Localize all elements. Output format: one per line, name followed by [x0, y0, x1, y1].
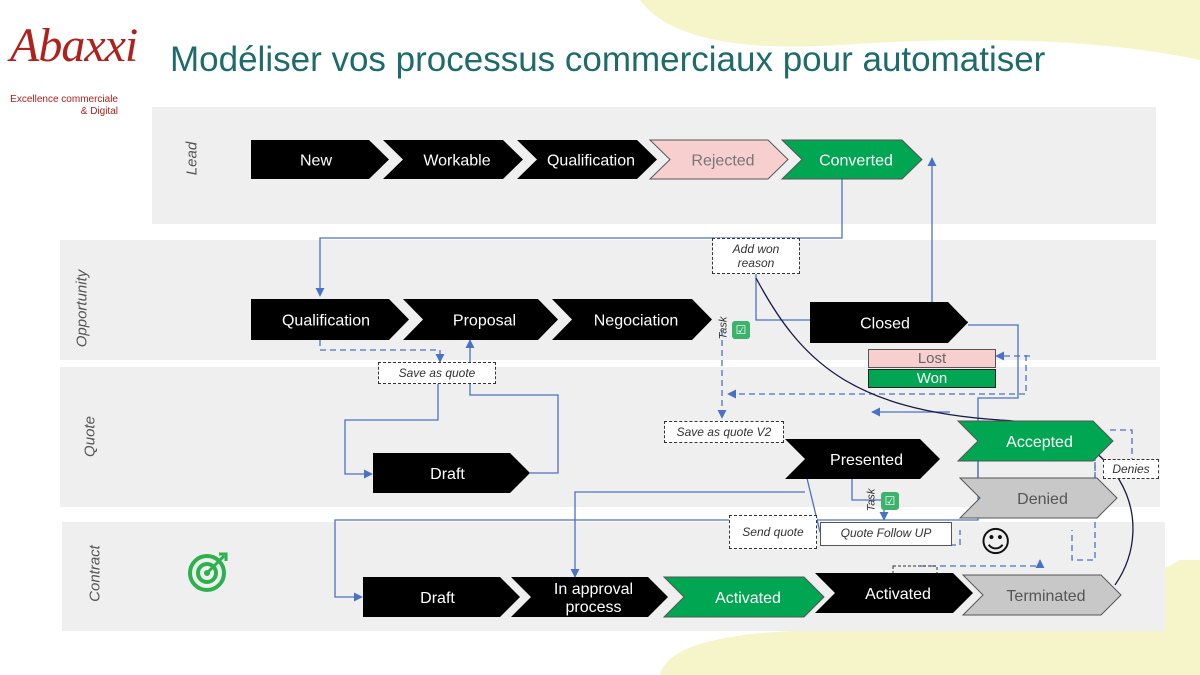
note-denies: Denies [1103, 459, 1159, 479]
smiley-icon: ☺ [980, 525, 1012, 560]
step-quote-denied: Denied [958, 477, 1118, 519]
task-label-1: Task [717, 316, 730, 340]
step-label: Qualification [282, 313, 370, 330]
connector-won-reason-to-closed [755, 272, 827, 325]
step-shape [251, 140, 389, 179]
step-label: Presented [830, 452, 903, 469]
dashed-followup-smiley [820, 530, 961, 546]
note-add-won-reason-line2: reason [737, 256, 775, 270]
step-label: Workable [423, 153, 490, 170]
step-shape [403, 299, 558, 340]
step-quote-accepted: Accepted [956, 420, 1114, 462]
step-label: Negociation [594, 313, 679, 330]
step-label: Proposal [453, 313, 516, 330]
dashed-accepted-back [727, 355, 1027, 399]
step-label: Draft [420, 590, 455, 607]
step-shape [648, 139, 789, 180]
connector-presented-to-approval [570, 491, 805, 578]
task-label-2: Task [865, 488, 878, 512]
step-label: Activated [865, 586, 931, 603]
note-add-won-reason-line1: Add won [732, 242, 780, 256]
target-icon [188, 552, 228, 592]
step-lead-workable: Workable [383, 140, 523, 179]
step-label: Terminated [1006, 588, 1085, 605]
step-shape [956, 420, 1114, 462]
step-shape [383, 140, 523, 179]
page-title: Modéliser vos processus commerciaux pour… [170, 40, 1046, 79]
step-label: New [300, 153, 332, 170]
logo-tagline-line1: Excellence commerciale [10, 94, 118, 105]
checklist-icon: ☑ [881, 492, 899, 510]
step-shape [785, 439, 940, 479]
step-contract-draft: Draft [363, 577, 520, 617]
connector-converted-to-opportunity [315, 178, 843, 297]
step-opp-qualification: Qualification [251, 299, 409, 340]
step-label: Closed [860, 316, 910, 333]
step-shape [810, 302, 968, 343]
step-quote-draft: Draft [373, 453, 530, 493]
step-lead-converted: Converted [780, 139, 923, 180]
outcome-lost: Lost [868, 349, 996, 368]
logo-tagline-line2: & Digital [80, 106, 118, 117]
connector-save-quote-to-draft [344, 383, 439, 479]
step-opp-closed: Closed [810, 302, 968, 343]
dashed-opp-qual-to-save [319, 340, 445, 363]
note-save-as-quote-v2: Save as quote V2 [664, 421, 784, 443]
step-label: In approval [554, 581, 633, 598]
step-shape [251, 299, 409, 340]
step-lead-new: New [251, 140, 389, 179]
step-label: Denied [1017, 491, 1068, 508]
step-label: Activated [715, 590, 781, 607]
decorative-blob-top [640, 0, 1200, 60]
step-label: Accepted [1006, 434, 1073, 451]
step-label: Qualification [547, 153, 635, 170]
connector-send-quote-to-presented [802, 469, 821, 533]
note-add-won-reason: Add won reason [712, 238, 800, 274]
step-quote-presented: Presented [785, 439, 940, 479]
step-shape [961, 574, 1122, 616]
logo: Abaxxi [10, 19, 138, 72]
step-lead-rejected: Rejected [648, 139, 789, 180]
note-save-as-quote: Save as quote [378, 362, 496, 384]
step-shape [815, 573, 973, 613]
outcome-won: Won [868, 369, 996, 388]
step-shape [780, 139, 923, 180]
step-label: Rejected [691, 153, 754, 170]
step-opp-proposal: Proposal [403, 299, 558, 340]
note-send-quote: Send quote [729, 515, 817, 549]
checklist-icon: ☑ [732, 321, 750, 339]
decorative-blob-bottom [660, 560, 1200, 675]
curve-won-reason-to-terminated [755, 277, 1134, 586]
logo-tagline: Excellence commerciale & Digital [10, 94, 118, 118]
dashed-contract-loop [920, 559, 1045, 569]
step-shape [958, 477, 1118, 519]
connector-presented-to-followup [851, 478, 889, 521]
step-shape [511, 577, 668, 617]
step-shape [662, 576, 825, 618]
step-label: Converted [819, 153, 893, 170]
step-contract-activated-1: Activated [662, 576, 825, 618]
step-opp-negociation: Negociation [552, 299, 712, 340]
step-shape [363, 577, 520, 617]
step-label: Draft [430, 466, 465, 483]
step-shape [373, 453, 530, 493]
step-label: process [565, 599, 621, 616]
step-contract-activated-2: Activated [815, 573, 973, 613]
step-contract-terminated: Terminated [961, 574, 1122, 616]
step-shape [517, 140, 657, 179]
step-shape [552, 299, 712, 340]
step-lead-qualification: Qualification [517, 140, 657, 179]
dashed-denies-right [1110, 429, 1133, 462]
note-quote-follow-up: Quote Follow UP [820, 522, 952, 546]
